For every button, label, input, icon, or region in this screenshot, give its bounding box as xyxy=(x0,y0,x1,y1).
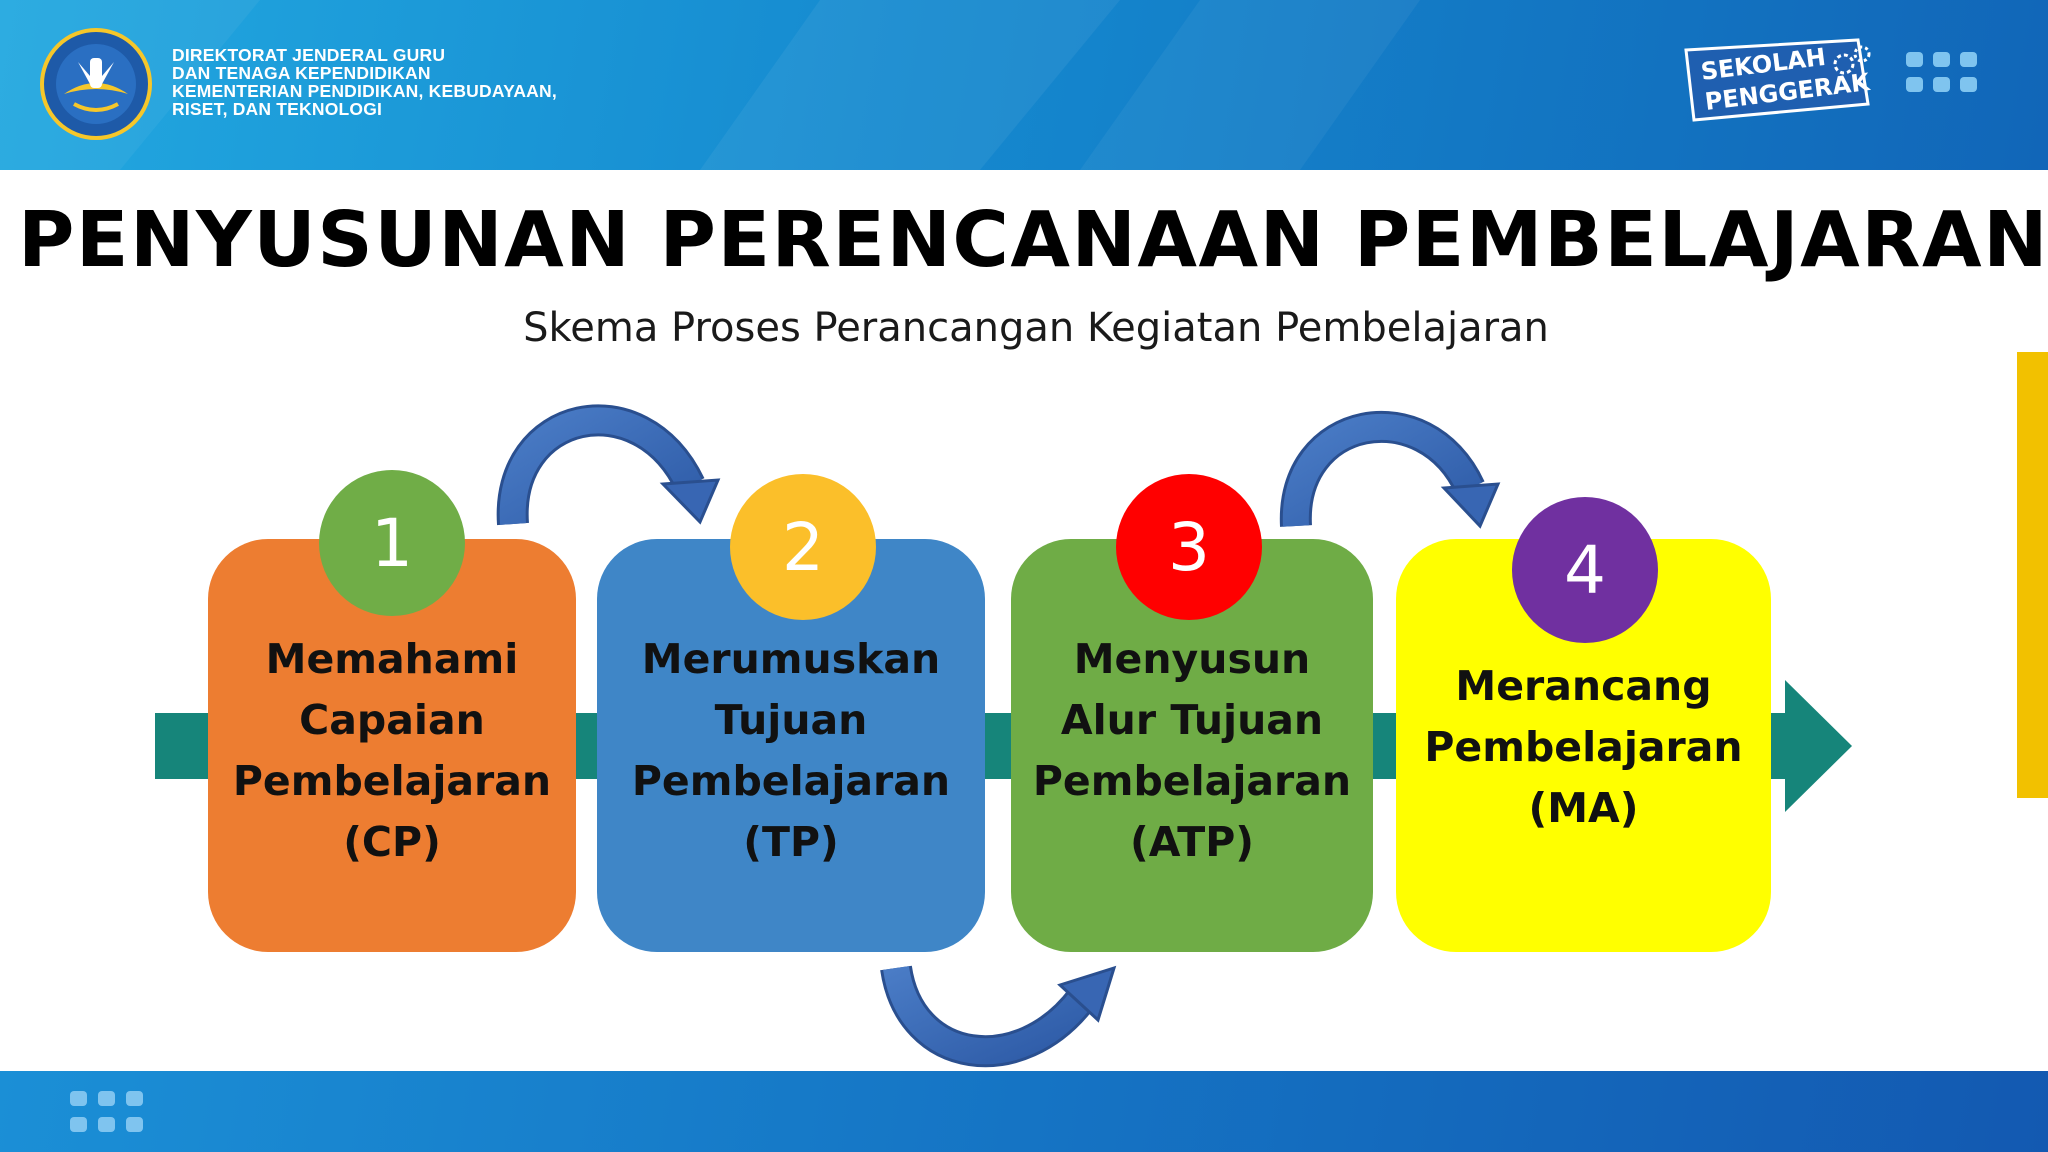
step-box-4: Merancang Pembelajaran (MA) xyxy=(1396,539,1771,952)
step-line: Pembelajaran xyxy=(631,756,951,805)
footer-band xyxy=(0,1071,2048,1152)
organization-name: DIREKTORAT JENDERAL GURU DAN TENAGA KEPE… xyxy=(172,46,557,118)
step-line: (ATP) xyxy=(1129,817,1255,866)
step-label: Memahami Capaian Pembelajaran (CP) xyxy=(208,629,576,873)
tut-wuri-handayani-logo xyxy=(40,28,152,140)
dots-grid-icon xyxy=(70,1091,146,1135)
step-line: Pembelajaran xyxy=(1424,723,1743,771)
step-number-2: 2 xyxy=(730,474,876,620)
step-line: Memahami xyxy=(265,634,519,683)
step-line: (CP) xyxy=(343,817,441,866)
curved-arrow-icon xyxy=(880,965,1117,1068)
step-number-1: 1 xyxy=(319,470,465,616)
curved-arrow-icon xyxy=(496,404,721,526)
sekolah-penggerak-badge: SEKOLAH PENGGERAK xyxy=(1684,38,1872,122)
step-line: Alur Tujuan xyxy=(1060,695,1324,744)
step-number-4: 4 xyxy=(1512,497,1658,643)
step-line: (MA) xyxy=(1528,784,1639,832)
page-subtitle: Skema Proses Perancangan Kegiatan Pembel… xyxy=(523,305,1549,351)
org-line: DAN TENAGA KEPENDIDIKAN xyxy=(172,63,431,83)
step-label: Menyusun Alur Tujuan Pembelajaran (ATP) xyxy=(1011,629,1373,873)
page-title: PENYUSUNAN PERENCANAAN PEMBELAJARAN xyxy=(18,196,2048,285)
step-label: Merumuskan Tujuan Pembelajaran (TP) xyxy=(597,629,985,873)
step-box-3: Menyusun Alur Tujuan Pembelajaran (ATP) xyxy=(1011,539,1373,952)
dots-grid-icon xyxy=(1906,52,1978,96)
step-line: (TP) xyxy=(743,817,839,866)
header-band: DIREKTORAT JENDERAL GURU DAN TENAGA KEPE… xyxy=(0,0,2048,170)
step-line: Menyusun xyxy=(1073,634,1311,683)
step-line: Tujuan xyxy=(714,695,868,744)
step-line: Merancang xyxy=(1455,662,1712,710)
step-line: Merumuskan xyxy=(641,634,941,683)
org-line: RISET, DAN TEKNOLOGI xyxy=(172,99,383,119)
org-line: DIREKTORAT JENDERAL GURU xyxy=(172,45,446,65)
step-label: Merancang Pembelajaran (MA) xyxy=(1396,539,1771,839)
org-line: KEMENTERIAN PENDIDIKAN, KEBUDAYAAN, xyxy=(172,81,557,101)
side-accent-bar xyxy=(2017,352,2048,798)
step-line: Pembelajaran xyxy=(1032,756,1352,805)
curved-arrow-icon xyxy=(1279,410,1501,529)
gear-icon xyxy=(1833,45,1871,75)
step-line: Capaian xyxy=(299,695,485,744)
step-number-3: 3 xyxy=(1116,474,1262,620)
step-line: Pembelajaran xyxy=(232,756,552,805)
